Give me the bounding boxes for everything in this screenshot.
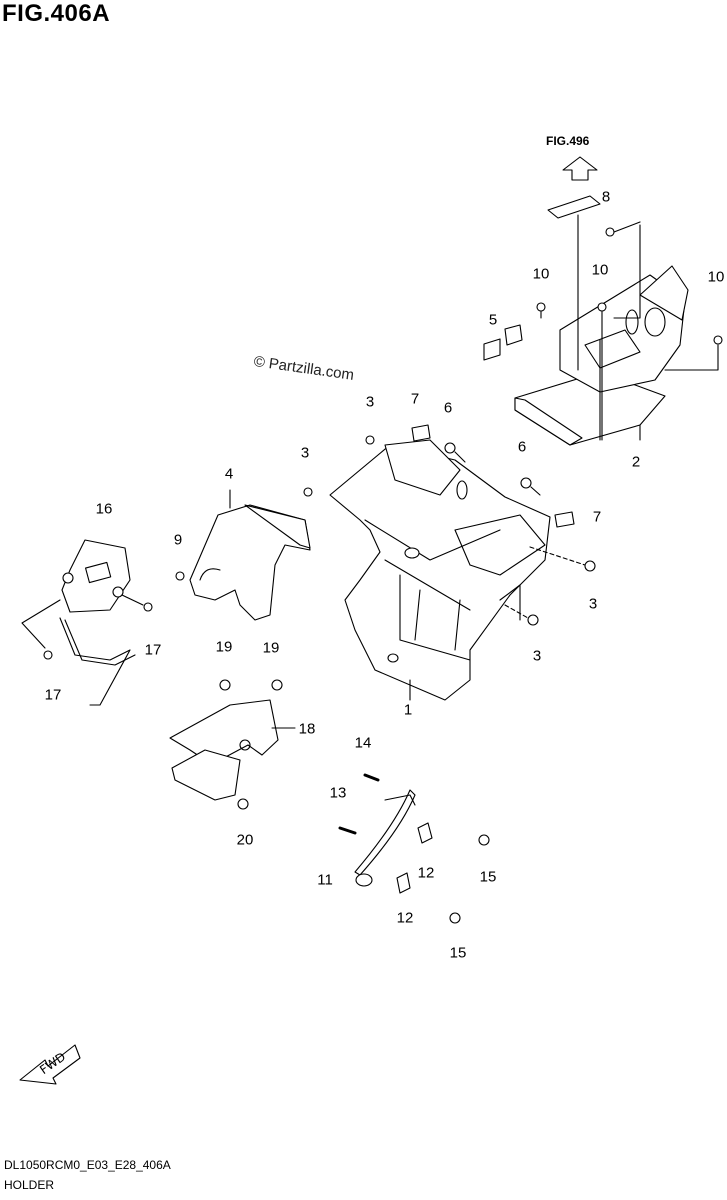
callout-15a[interactable]: 15 — [479, 868, 497, 886]
part-8-plate[interactable] — [547, 195, 601, 219]
bolt-17a[interactable] — [143, 602, 153, 612]
screw-3a[interactable] — [365, 435, 375, 445]
part-1-main-holder[interactable] — [329, 439, 551, 701]
grommet-6b[interactable] — [520, 477, 532, 489]
callout-19b[interactable]: 19 — [262, 639, 280, 657]
callout-12b[interactable]: 12 — [396, 909, 414, 927]
callout-7a[interactable]: 7 — [410, 390, 420, 408]
callout-19a[interactable]: 19 — [215, 638, 233, 656]
callout-10c[interactable]: 10 — [707, 268, 725, 286]
callout-3c[interactable]: 3 — [588, 595, 598, 613]
screw-3d[interactable] — [527, 614, 539, 626]
part-2-tray-holder[interactable] — [514, 265, 689, 446]
grommet-9[interactable] — [175, 571, 185, 581]
callout-18[interactable]: 18 — [298, 720, 316, 738]
callout-2[interactable]: 2 — [631, 453, 641, 471]
clip-7b[interactable] — [554, 511, 575, 528]
pad-12b[interactable] — [396, 872, 411, 894]
bolt-17b[interactable] — [43, 650, 53, 660]
callout-17b[interactable]: 17 — [44, 686, 62, 704]
callout-7b[interactable]: 7 — [592, 508, 602, 526]
diagram-name: HOLDER — [4, 1178, 55, 1192]
pad-12a[interactable] — [417, 822, 433, 844]
reference-arrow-icon[interactable] — [562, 156, 598, 181]
callout-10a[interactable]: 10 — [532, 265, 550, 283]
grommet-6a[interactable] — [444, 442, 456, 454]
callout-16[interactable]: 16 — [95, 500, 113, 518]
nut-15b[interactable] — [449, 912, 461, 924]
callout-17a[interactable]: 17 — [144, 641, 162, 659]
screw-10b[interactable] — [597, 302, 607, 441]
nut-20[interactable] — [237, 798, 249, 810]
callout-3d[interactable]: 3 — [532, 647, 542, 665]
part-11-strap[interactable] — [354, 789, 416, 887]
bolt-19a[interactable] — [219, 679, 231, 691]
callout-3b[interactable]: 3 — [300, 444, 310, 462]
part-5-pad[interactable] — [483, 338, 501, 361]
callout-3a[interactable]: 3 — [365, 393, 375, 411]
callout-11[interactable]: 11 — [317, 871, 333, 889]
callout-14[interactable]: 14 — [354, 734, 372, 752]
callout-20[interactable]: 20 — [236, 831, 254, 849]
clip-7a[interactable] — [411, 424, 431, 442]
callout-9[interactable]: 9 — [173, 531, 183, 549]
screw-10c[interactable] — [713, 335, 723, 345]
bolt-19b[interactable] — [271, 679, 283, 691]
screw-3b[interactable] — [303, 487, 313, 497]
callout-13[interactable]: 13 — [329, 784, 347, 802]
callout-12a[interactable]: 12 — [417, 864, 435, 882]
reference-figure-link[interactable]: FIG.496 — [546, 134, 590, 148]
callout-10b[interactable]: 10 — [591, 261, 609, 279]
part-18-bracket[interactable] — [169, 699, 279, 801]
callout-6b[interactable]: 6 — [517, 438, 527, 456]
screw-10a[interactable] — [536, 302, 546, 319]
nut-15a[interactable] — [478, 834, 490, 846]
callout-1[interactable]: 1 — [403, 701, 413, 719]
screw-3c[interactable] — [584, 560, 596, 572]
callout-15b[interactable]: 15 — [449, 944, 467, 962]
pin-13[interactable] — [338, 826, 357, 835]
part-4-bracket[interactable] — [189, 489, 311, 621]
figure-title: FIG.406A — [2, 0, 111, 27]
pin-14[interactable] — [363, 773, 380, 782]
fwd-arrow-icon: FWD — [19, 1044, 81, 1085]
diagram-code: DL1050RCM0_E03_E28_406A — [4, 1158, 171, 1172]
callout-8[interactable]: 8 — [601, 188, 611, 206]
callout-6a[interactable]: 6 — [443, 399, 453, 417]
callout-5[interactable]: 5 — [488, 311, 498, 329]
callout-4[interactable]: 4 — [224, 465, 234, 483]
screw-8[interactable] — [605, 221, 641, 237]
part-16-stay[interactable] — [59, 539, 136, 706]
